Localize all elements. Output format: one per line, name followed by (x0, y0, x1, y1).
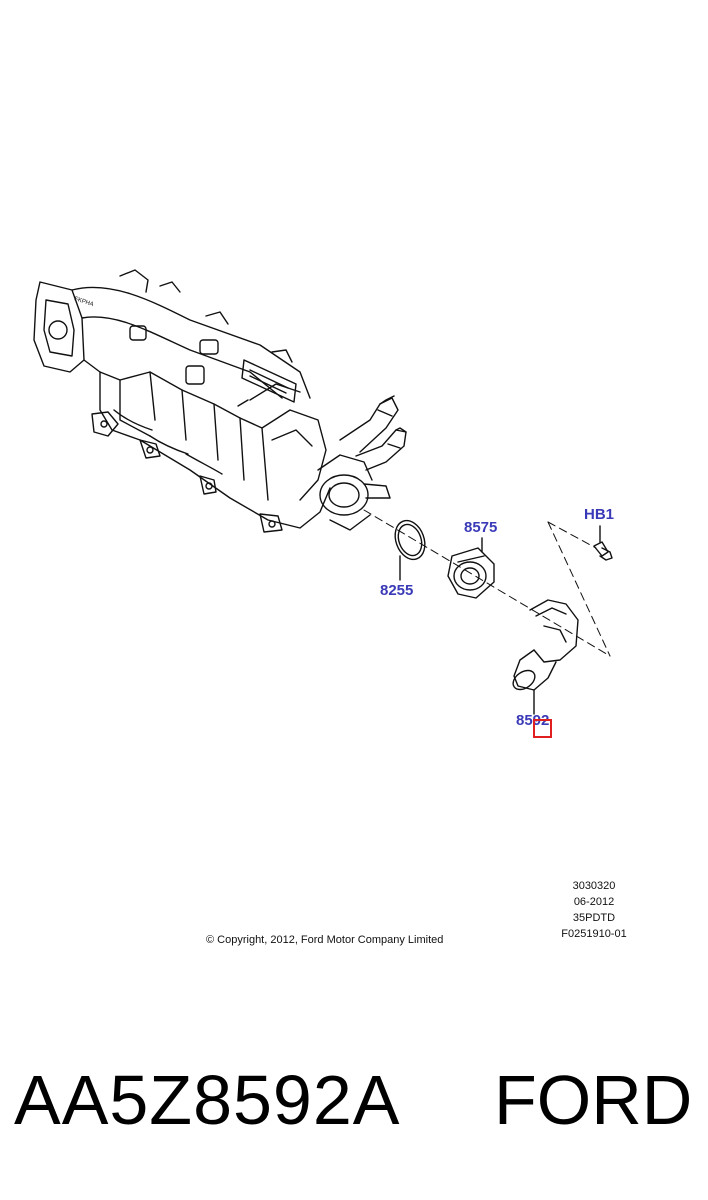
parts-diagram: FKPHA (33, 269, 613, 715)
callout-hb1[interactable]: HB1 (584, 506, 615, 523)
thermostat-8575 (447, 537, 495, 599)
o-ring-8255 (394, 519, 426, 581)
diagram-reference: F0251910-01 (561, 928, 627, 940)
diagram-id: 3030320 (572, 880, 616, 892)
brand-name: FORD (494, 1061, 693, 1139)
copyright-notice: © Copyright, 2012, Ford Motor Company Li… (206, 934, 444, 946)
selected-part-highlight (533, 719, 552, 738)
diagram-date: 06-2012 (573, 896, 615, 908)
callout-8575[interactable]: 8575 (464, 519, 498, 536)
casting-text: FKPHA (73, 296, 94, 308)
diagram-code: 35PDTD (572, 912, 616, 924)
thermostat-housing-8592 (512, 599, 579, 715)
part-number: AA5Z8592A (14, 1061, 401, 1139)
callout-8592[interactable]: 8592 (516, 712, 550, 729)
callout-8255[interactable]: 8255 (380, 582, 414, 599)
bolt-hb1 (593, 525, 613, 561)
housing-outlet (317, 395, 407, 531)
intake-manifold (33, 269, 331, 533)
